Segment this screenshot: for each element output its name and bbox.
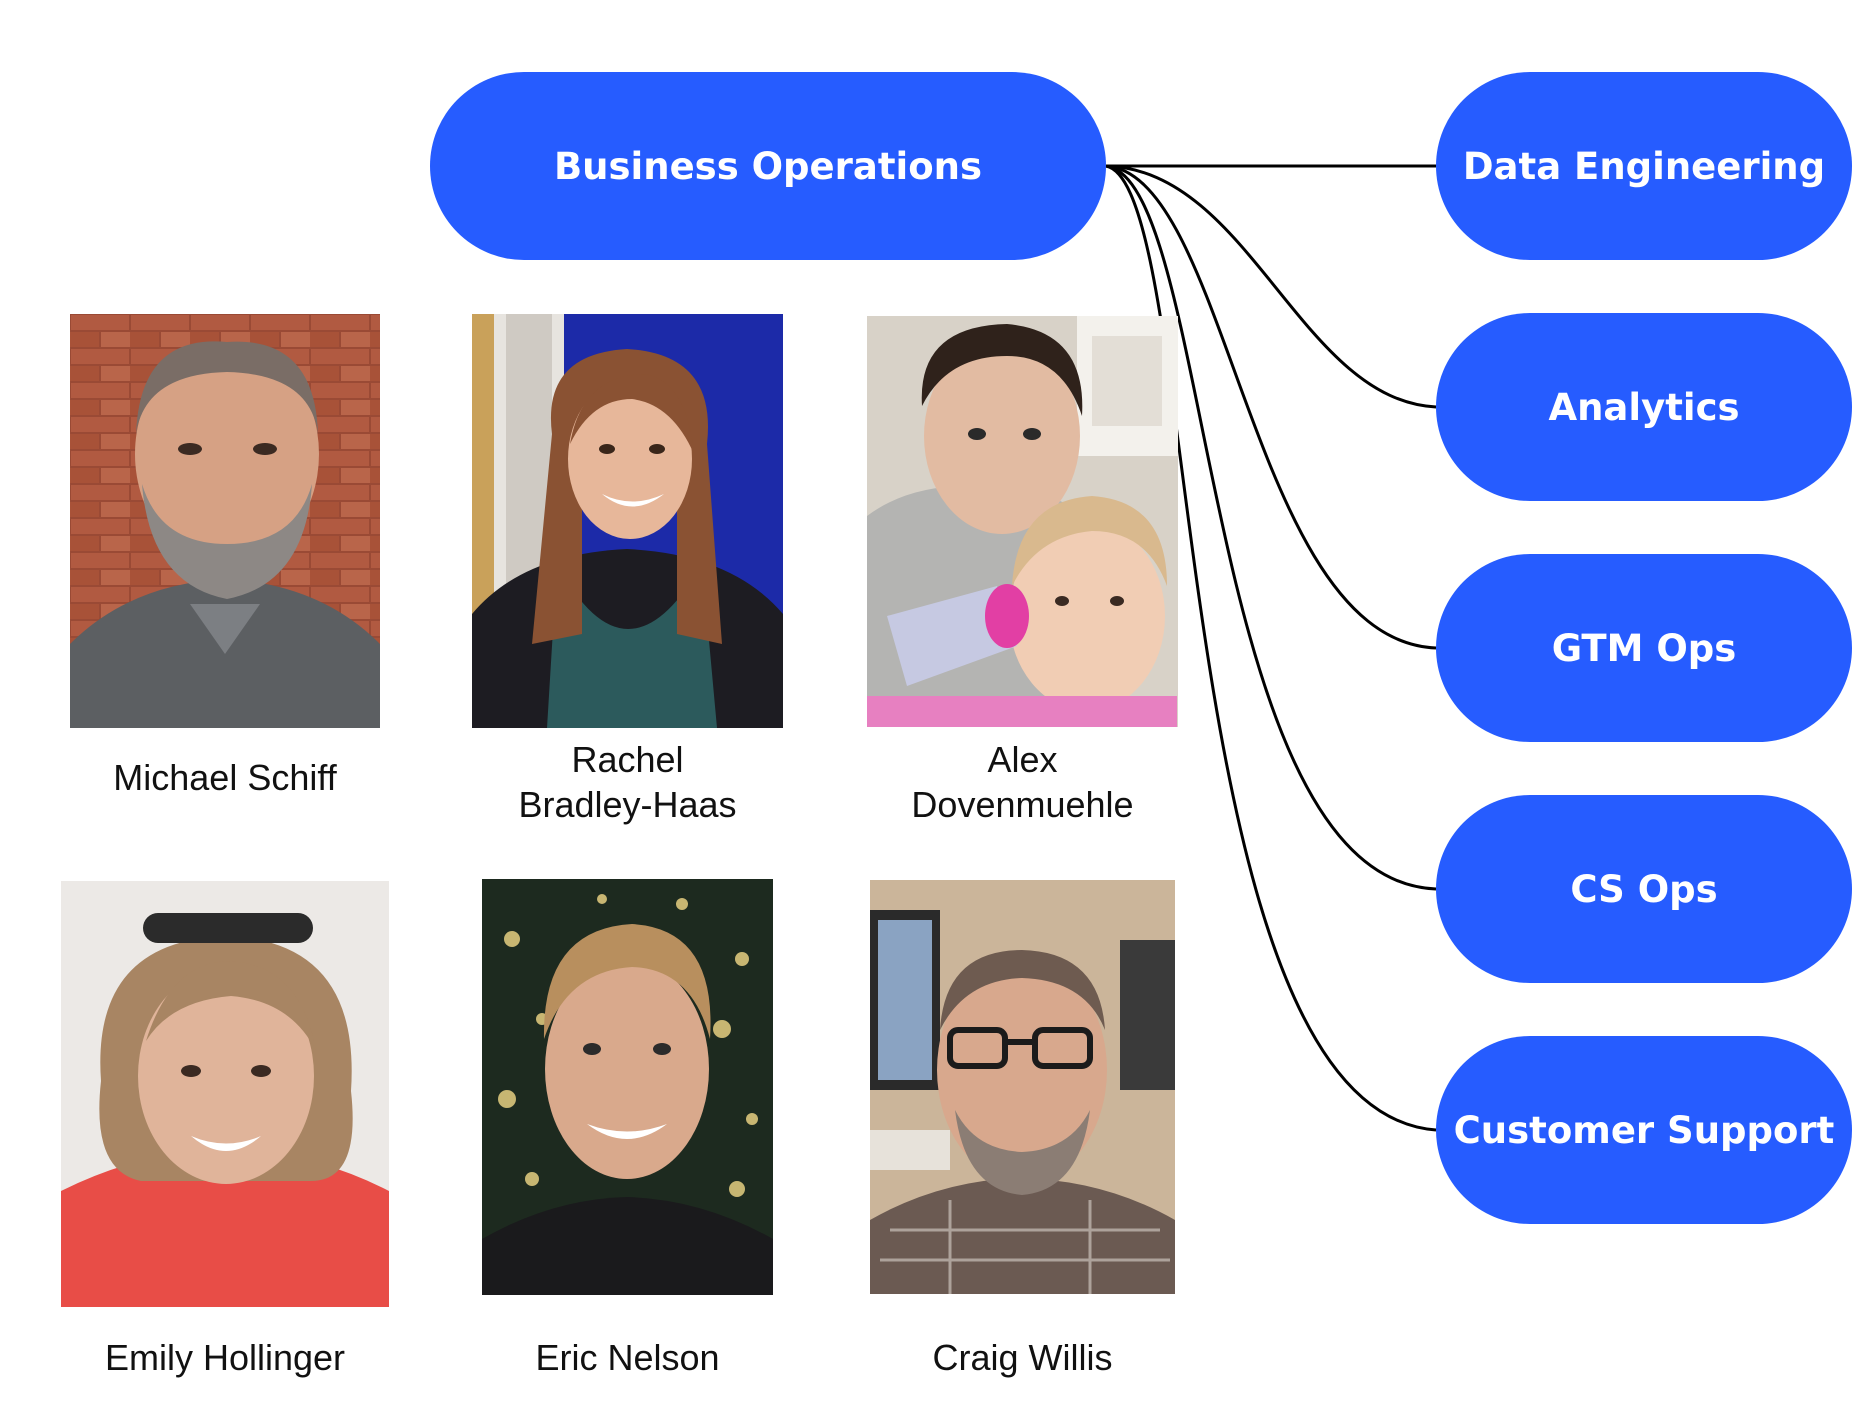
team-node-analytics: Analytics [1436,313,1852,501]
root-label: Business Operations [553,144,982,188]
connector-analytics [1105,164,1437,409]
person-name-emily-hollinger: Emily Hollinger [61,1335,389,1380]
team-label: GTM Ops [1551,626,1737,670]
person-name-craig-willis: Craig Willis [870,1335,1175,1380]
person-name-michael-schiff: Michael Schiff [70,755,380,800]
person-name-eric-nelson: Eric Nelson [482,1335,773,1380]
team-node-gtm-ops: GTM Ops [1436,554,1852,742]
team-node-cs-ops: CS Ops [1436,795,1852,983]
team-label: CS Ops [1570,867,1718,911]
person-photo-alex-dovenmuehle [867,316,1178,727]
name-line: Bradley-Haas [518,784,737,825]
name-line: Rachel [571,739,684,780]
person-photo-eric-nelson [482,879,773,1295]
name-line: Dovenmuehle [911,784,1134,825]
person-photo-emily-hollinger [61,881,389,1307]
team-label: Analytics [1548,385,1740,429]
person-photo-michael-schiff [70,314,380,728]
team-node-customer-support: Customer Support [1436,1036,1852,1224]
connector-customer-support [1105,164,1437,1132]
person-photo-rachel-bradley-haas [472,314,783,728]
person-name-alex-dovenmuehle: Alex Dovenmuehle [867,737,1178,827]
name-line: Craig Willis [932,1337,1113,1378]
connector-cs-ops [1105,164,1437,891]
team-label: Data Engineering [1462,144,1826,188]
name-line: Eric Nelson [535,1337,720,1378]
business-operations-node: Business Operations [430,72,1106,260]
person-name-rachel-bradley-haas: Rachel Bradley-Haas [472,737,783,827]
team-label: Customer Support [1453,1108,1835,1152]
name-line: Michael Schiff [113,757,337,798]
person-photo-craig-willis [870,880,1175,1294]
team-node-data-engineering: Data Engineering [1436,72,1852,260]
connector-gtm-ops [1105,164,1437,650]
name-line: Alex [987,739,1058,780]
name-line: Emily Hollinger [104,1337,346,1378]
